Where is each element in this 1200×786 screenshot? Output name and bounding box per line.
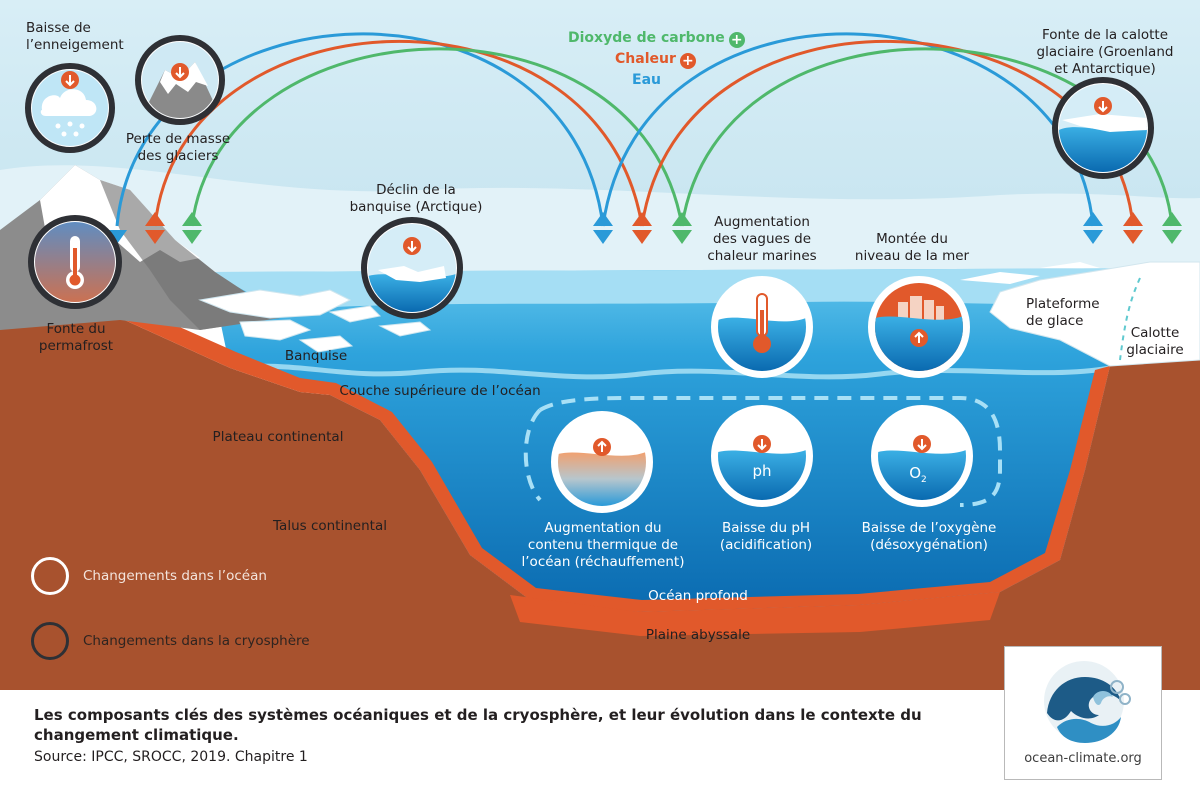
- ocean-changes-outline: [538, 396, 1002, 507]
- label-sea-ice-decline: Déclin de la banquise (Arctique): [349, 182, 483, 215]
- sea-ice-decline-circle: [361, 217, 463, 319]
- water-arrow-up-2: [593, 212, 613, 226]
- heat-arrow-3: [1123, 230, 1143, 244]
- glacier-circle: [135, 35, 225, 125]
- plus-icon: +: [679, 53, 696, 69]
- label-snow: Baisse de l’enneigement: [26, 20, 124, 53]
- ice-shelf: [989, 261, 1200, 367]
- heat-arrow-2: [632, 230, 652, 244]
- legend-cryosphere-text: Changements dans la cryosphère: [83, 633, 310, 649]
- heat-arrow-up-3: [1123, 212, 1143, 226]
- label-heatwaves: Augmentation des vagues de chaleur marin…: [707, 214, 817, 264]
- ocean-cryosphere-scene: ph O2: [0, 0, 1200, 690]
- co2-arrow-up-2: [672, 212, 692, 226]
- label-upper-ocean: Couche supérieure de l’océan: [339, 383, 541, 399]
- legend-ocean-text: Changements dans l’océan: [83, 568, 267, 584]
- caption-source: Source: IPCC, SROCC, 2019. Chapitre 1: [34, 749, 308, 765]
- heat-flux-label: Chaleur+: [615, 50, 696, 69]
- permafrost-circle: [28, 215, 122, 309]
- heat-arrow-1: [145, 230, 165, 244]
- wave-logo-icon: [1044, 661, 1131, 743]
- ocean-climate-logo[interactable]: ocean-climate.org: [1004, 646, 1162, 780]
- heat-arrow-up-1: [145, 212, 165, 226]
- ph-circle: ph: [711, 405, 813, 507]
- label-icesheet-melt: Fonte de la calotte glaciaire (Groenland…: [1036, 27, 1174, 77]
- ice-sheet-boundary: [1119, 277, 1141, 361]
- label-sea-level: Montée du niveau de la mer: [854, 231, 970, 264]
- ocean-ring-icon: [31, 557, 69, 595]
- sea-ice-floes: [198, 289, 432, 353]
- water-arc-left: [115, 32, 605, 227]
- water-flux-label: Eau: [632, 72, 661, 88]
- label-ph: Baisse du pH (acidification): [719, 520, 813, 553]
- label-deep-ocean: Océan profond: [648, 588, 748, 604]
- co2-arc-left: [190, 47, 684, 227]
- distant-ice: [960, 262, 1100, 284]
- flux-arrowheads: [107, 212, 1182, 244]
- label-heat-content: Augmentation du contenu thermique de l’o…: [521, 520, 685, 570]
- label-slope: Talus continental: [273, 518, 387, 534]
- label-ice-sheet: Calotte glaciaire: [1126, 325, 1184, 358]
- marine-heatwaves-circle: [711, 276, 813, 378]
- caption-main: Les composants clés des systèmes océaniq…: [34, 706, 922, 744]
- co2-arrow-up-3: [1162, 212, 1182, 226]
- plus-icon: +: [728, 32, 745, 48]
- water-arrow-3: [1083, 230, 1103, 244]
- co2-flux-label: Dioxyde de carbone+: [568, 29, 745, 48]
- snow-cover-circle: [25, 63, 115, 153]
- label-banquise: Banquise: [284, 348, 348, 364]
- thermometer-icon: [753, 293, 771, 353]
- oxygen-symbol: O2: [909, 464, 927, 485]
- label-glaciers: Perte de masse des glaciers: [125, 131, 231, 164]
- oxygen-circle: O2: [871, 405, 973, 507]
- abyssal-rim: [510, 592, 1000, 636]
- legend-cryosphere: Changements dans la cryosphère: [31, 622, 310, 660]
- mountain-shade: [100, 180, 280, 330]
- label-shelf: Plateau continental: [212, 429, 344, 445]
- heat-content-circle: [551, 411, 653, 513]
- co2-arrow-up-1: [182, 212, 202, 226]
- heat-arc-left: [153, 39, 644, 227]
- thermometer-icon: [66, 236, 84, 289]
- label-ice-shelf: Plateforme de glace: [1026, 296, 1100, 329]
- logo-text: ocean-climate.org: [1024, 751, 1142, 766]
- caption: Les composants clés des systèmes océaniq…: [34, 705, 934, 767]
- legend-ocean: Changements dans l’océan: [31, 557, 267, 595]
- ocean-changes-outline-left: [523, 408, 542, 502]
- label-oxygen: Baisse de l’oxygène (désoxygénation): [861, 520, 997, 553]
- co2-arrow-2: [672, 230, 692, 244]
- upper-ocean-wave: [224, 363, 1111, 380]
- ground-left: [0, 310, 1200, 690]
- ph-symbol: ph: [752, 462, 771, 480]
- co2-arrow-1: [182, 230, 202, 244]
- continental-shelf-rim: [120, 305, 1110, 612]
- sea-level-rise-circle: [868, 276, 970, 378]
- co2-arrow-3: [1162, 230, 1182, 244]
- cryosphere-ring-icon: [31, 622, 69, 660]
- label-permafrost: Fonte du permafrost: [38, 321, 114, 354]
- water-arrow-up-3: [1083, 212, 1103, 226]
- label-abyssal: Plaine abyssale: [645, 627, 751, 643]
- heat-arrow-up-2: [632, 212, 652, 226]
- ice-sheet-melt-circle: [1052, 77, 1154, 179]
- water-arrow-2: [593, 230, 613, 244]
